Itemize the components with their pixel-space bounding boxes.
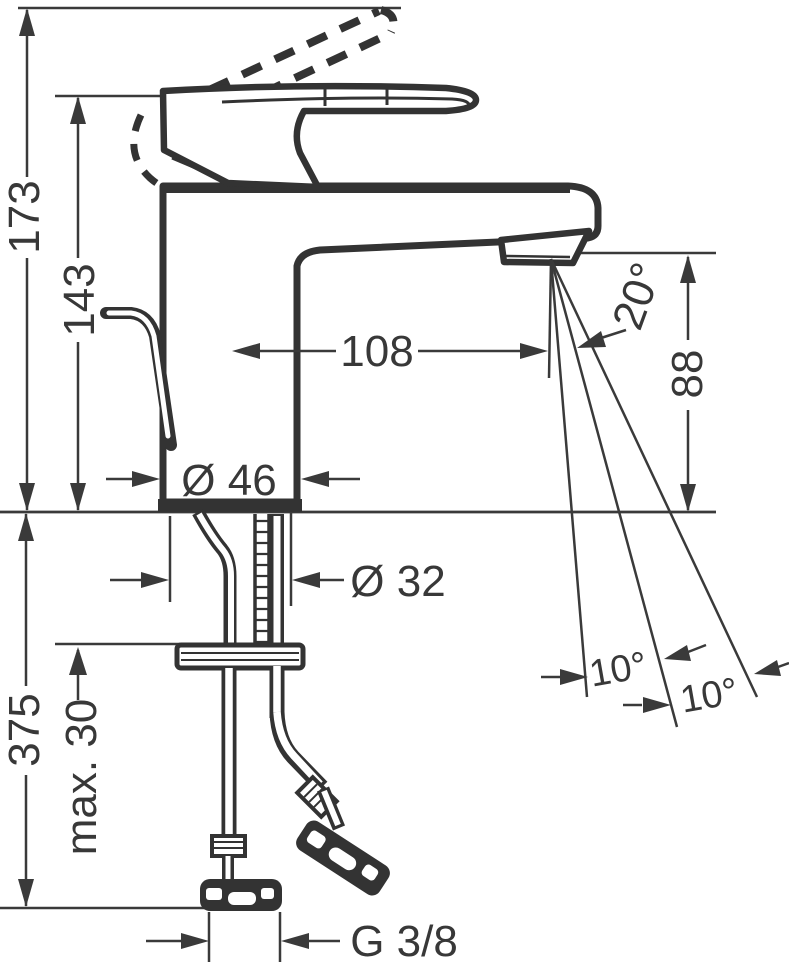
aerator-face-line xyxy=(505,254,571,259)
dimension-max-thickness: max. 30 xyxy=(57,647,106,855)
label-handle-height: 143 xyxy=(55,263,104,336)
dashed-handle-front-arc xyxy=(130,113,173,195)
washer-detail-lines xyxy=(181,652,299,661)
label-swivel-right: 10° xyxy=(677,670,741,721)
dimension-outlet-height: 88 xyxy=(663,255,712,512)
dimension-swivel-left: 10° xyxy=(541,643,707,696)
lever-chin-line xyxy=(171,156,225,182)
dimension-hole-diameter: Ø 32 xyxy=(110,557,446,606)
hook-inner xyxy=(106,310,171,439)
label-spout-reach: 108 xyxy=(340,327,413,376)
dimension-handle-height: 143 xyxy=(55,96,104,511)
lever-inner-line xyxy=(221,96,471,108)
body-spout-outline xyxy=(159,182,602,506)
left-connector-nut xyxy=(200,879,282,911)
stream-line-3 xyxy=(549,258,759,698)
label-outlet-angle: 20° xyxy=(603,257,672,336)
base-foot xyxy=(158,499,302,512)
pull-rod-hook xyxy=(100,307,177,451)
under-counter-parts xyxy=(174,508,390,911)
lever-handle xyxy=(159,82,480,191)
left-crimp-hatch xyxy=(214,841,243,849)
dimension-swivel-right: 10° xyxy=(623,660,789,722)
label-hole-diameter: Ø 32 xyxy=(350,557,445,606)
faucet-body xyxy=(100,6,602,512)
dashed-handle-tip xyxy=(379,6,398,34)
label-outlet-height: 88 xyxy=(663,350,712,399)
dimension-hose-length: 375 xyxy=(0,513,49,907)
right-hose-braid-inner xyxy=(321,789,341,827)
stream-line-1 xyxy=(549,258,589,698)
threaded-rod xyxy=(253,514,271,644)
stream-vertical-reference xyxy=(547,258,553,379)
stream-line-2 xyxy=(549,258,679,728)
mounting-washer xyxy=(174,642,306,671)
label-max-thickness: max. 30 xyxy=(57,699,106,856)
aerator-outlet xyxy=(497,227,593,267)
dimension-spout-reach: 108 xyxy=(232,327,548,376)
label-body-diameter: Ø 46 xyxy=(181,456,276,505)
right-connector-nut xyxy=(296,820,390,896)
label-swivel-left: 10° xyxy=(586,644,650,695)
extension-lines xyxy=(0,6,716,962)
dimension-body-diameter: Ø 46 xyxy=(106,456,360,505)
left-hose-crimp xyxy=(210,834,247,858)
label-hose-length: 375 xyxy=(0,693,49,766)
dimension-outlet-angle: 20° xyxy=(577,257,672,348)
label-overall-height: 173 xyxy=(0,180,49,253)
right-hose-bend-inner xyxy=(273,711,323,787)
label-thread: G 3/8 xyxy=(350,917,458,966)
stream-lines xyxy=(547,258,759,728)
left-hose-upper-inner xyxy=(196,512,234,650)
dimension-thread: G 3/8 xyxy=(146,917,458,966)
dimension-overall-height: 173 xyxy=(0,8,49,511)
